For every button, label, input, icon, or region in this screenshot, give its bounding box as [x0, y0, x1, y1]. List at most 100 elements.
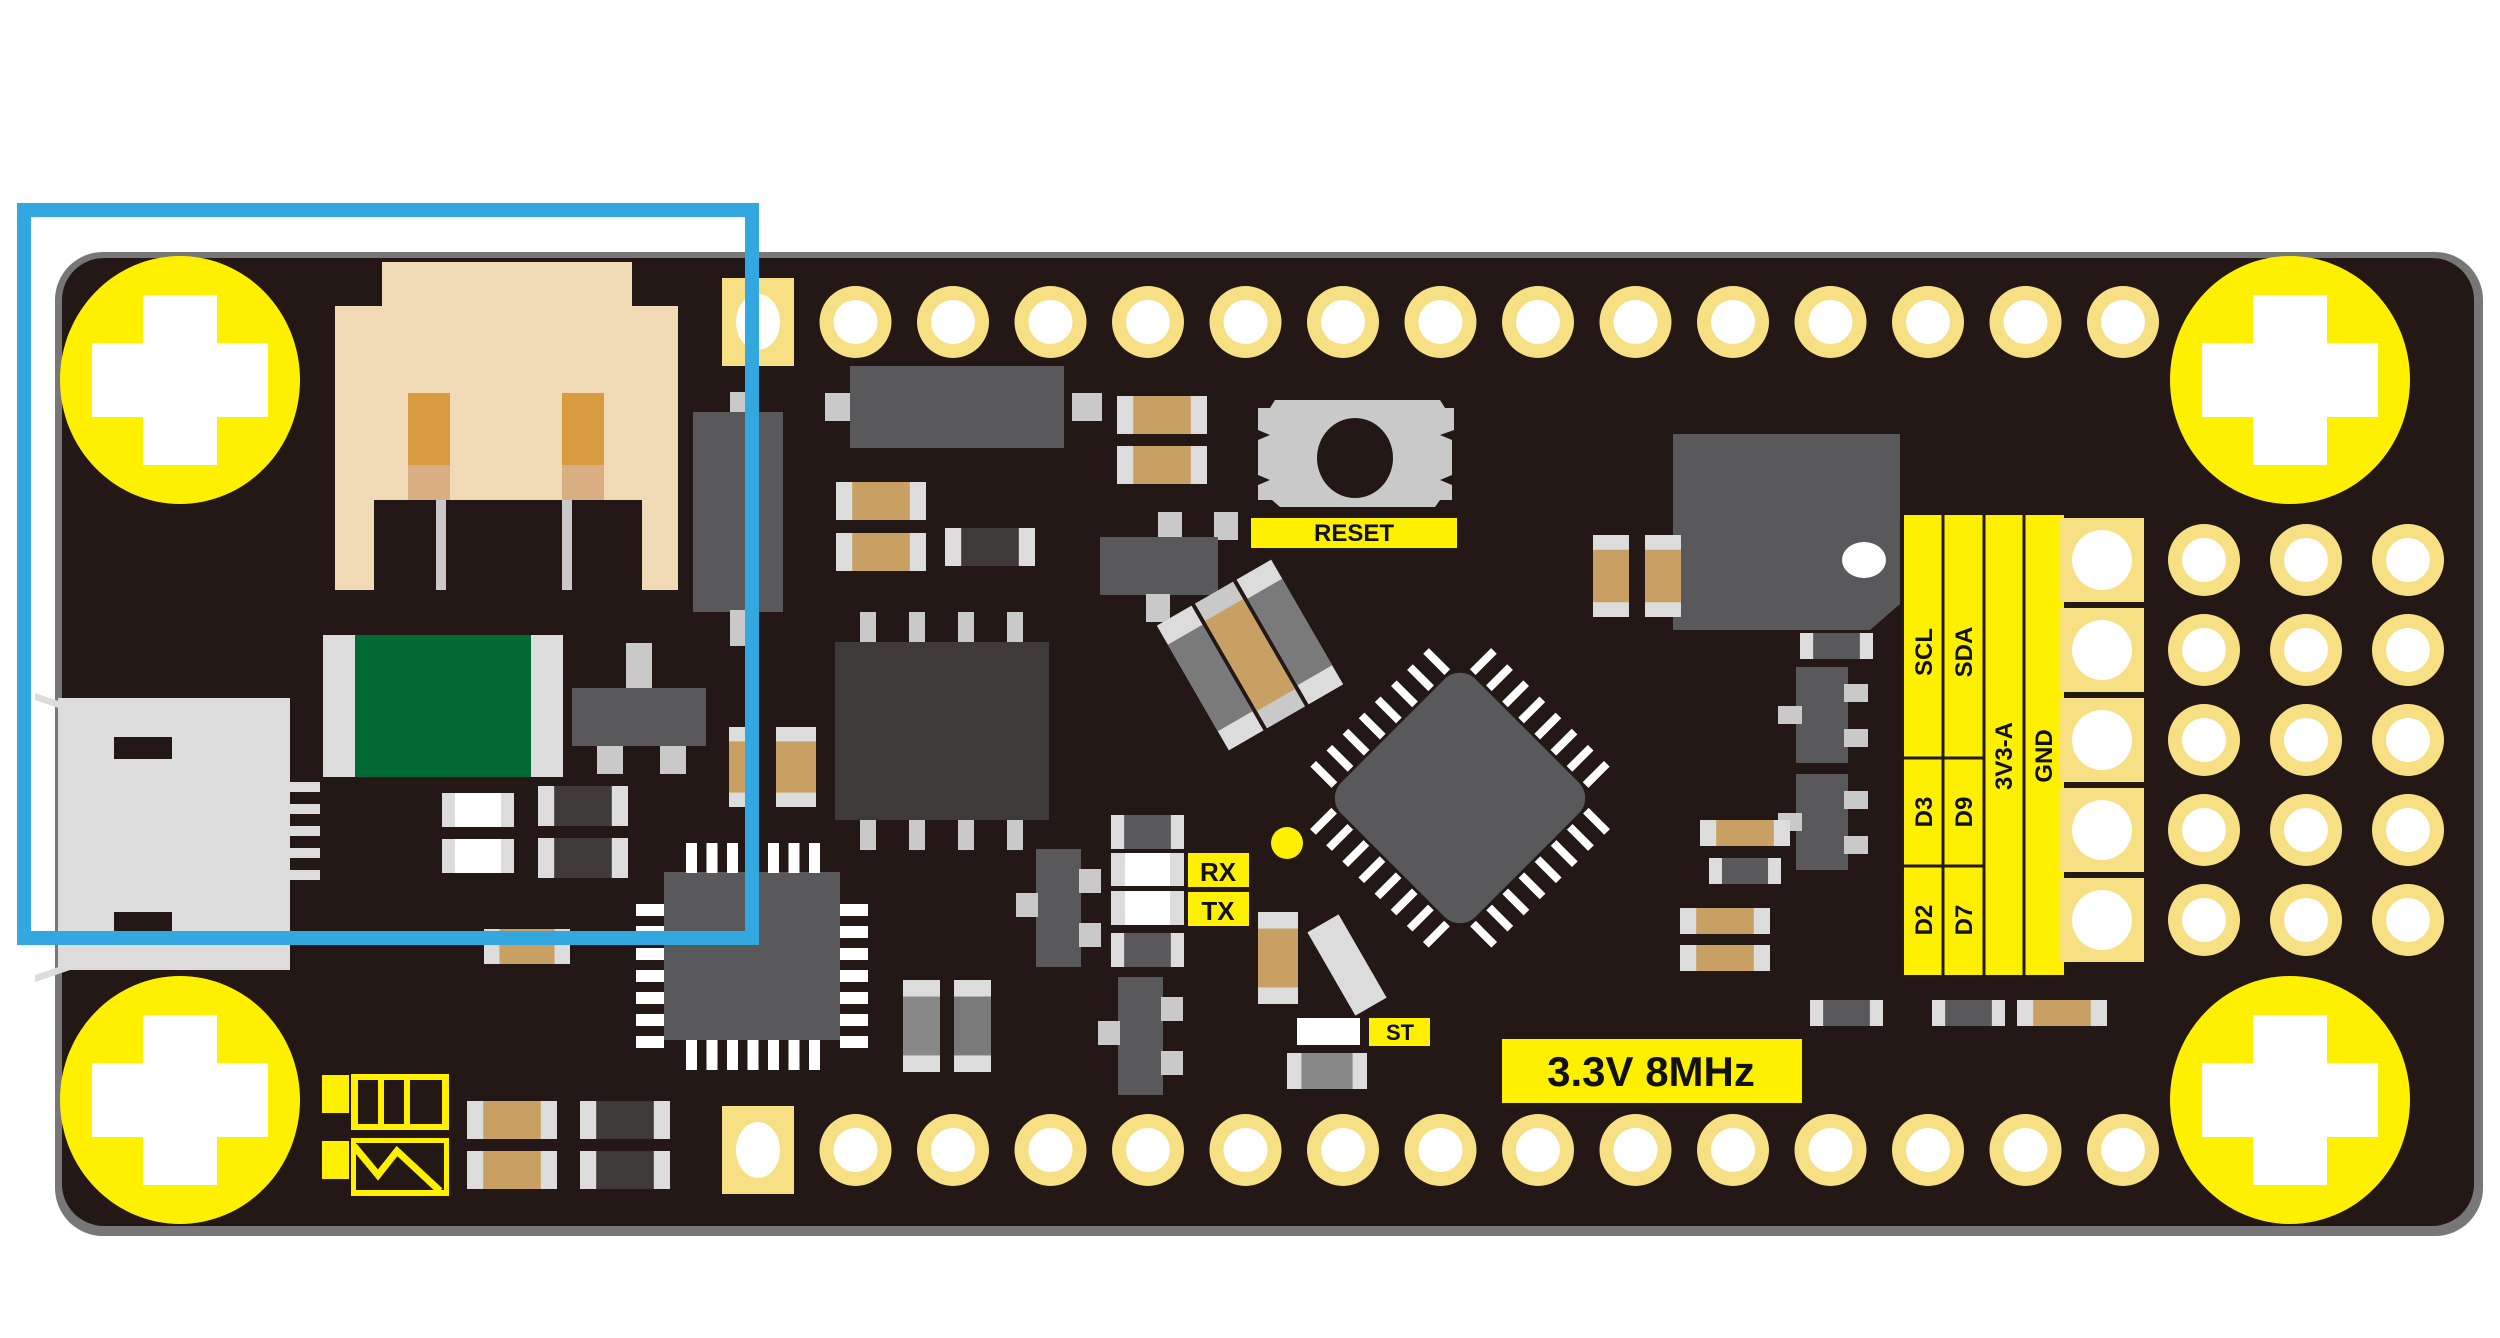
grid-pin — [2270, 704, 2342, 776]
st-label: ST — [1369, 1018, 1430, 1046]
chip-pin — [1502, 680, 1530, 708]
smd-components — [467, 396, 2107, 1189]
header-pin — [1502, 286, 1574, 358]
grid-pin — [2270, 884, 2342, 956]
reset-button[interactable] — [1258, 400, 1454, 507]
smd-component — [903, 980, 940, 1072]
st-label-text: ST — [1386, 1020, 1415, 1045]
grid-pin — [2270, 614, 2342, 686]
smd-component — [1593, 535, 1629, 617]
inductor — [323, 635, 563, 777]
header-pin — [2087, 286, 2159, 358]
chip-pin — [1502, 888, 1530, 916]
grid-pin — [2060, 878, 2144, 962]
chip-pin — [727, 1040, 738, 1070]
smd-component — [442, 793, 514, 827]
schottky-diode — [825, 366, 1102, 448]
smd-component — [1117, 446, 1207, 484]
reset-label-text: RESET — [1314, 520, 1394, 547]
header-pin — [1794, 286, 1867, 358]
chip-pin — [636, 1014, 664, 1026]
chip-pin — [840, 948, 868, 960]
chip-pin — [1582, 760, 1610, 788]
header-pin — [1697, 1114, 1769, 1186]
chip-pin — [706, 1040, 718, 1070]
smd-component — [1680, 908, 1770, 934]
smd-component — [776, 727, 816, 807]
crystal — [1156, 559, 1344, 751]
grid-pin — [2270, 794, 2342, 866]
smd-component — [1645, 535, 1681, 617]
header-pin — [2087, 1114, 2159, 1186]
chip-pin — [636, 948, 664, 960]
chip-pin — [1486, 904, 1514, 932]
chip-pin — [768, 843, 779, 873]
chip-pin — [1007, 820, 1023, 850]
rx-label-text: RX — [1200, 857, 1237, 887]
chip-pin — [1469, 648, 1497, 675]
chip-pin — [1374, 872, 1402, 900]
grid-pin — [2372, 704, 2444, 776]
header-pin — [1599, 1114, 1672, 1186]
usb-pin — [290, 826, 320, 836]
chip-pin — [909, 820, 925, 850]
mounting-holes — [60, 256, 2410, 1224]
header-pin — [1892, 1114, 1964, 1186]
chip-pin — [686, 1040, 697, 1070]
chip-pin — [840, 926, 868, 938]
pin-label-gnd: GND — [2031, 729, 2058, 782]
mounting-hole — [60, 256, 300, 504]
sot23 — [1098, 977, 1183, 1095]
chip-pin — [1550, 840, 1578, 868]
regulator-large — [1673, 434, 1900, 630]
header-pin — [1404, 286, 1477, 358]
micro-usb-connector[interactable] — [35, 693, 320, 982]
header-pin — [917, 286, 989, 358]
header-pin — [1307, 286, 1379, 358]
chip-pin — [1422, 920, 1450, 948]
grid-pin — [2060, 518, 2144, 602]
smd-component — [1932, 1000, 2005, 1026]
header-pin — [1014, 1114, 1087, 1186]
sot23 — [1016, 849, 1101, 967]
chip-pin — [1566, 824, 1594, 851]
smd-component — [1709, 858, 1781, 884]
chip-pin — [1390, 888, 1418, 916]
chip-pin — [1342, 840, 1370, 868]
chip-pin — [1470, 920, 1498, 948]
mounting-hole — [2170, 976, 2410, 1224]
pin-label-block: SCL SDA D3 D9 D2 D7 3V3-A GND — [1904, 515, 2064, 975]
smd-component — [1111, 815, 1184, 849]
smd-component — [538, 838, 628, 878]
transistor-sot23 — [572, 643, 706, 774]
header-pin — [819, 286, 892, 358]
header-pin — [1599, 286, 1672, 358]
smd-component — [467, 1101, 557, 1139]
chip-pin — [686, 843, 697, 873]
chip-pin — [1358, 856, 1386, 884]
grid-pin — [2060, 608, 2144, 692]
chip-pin — [1310, 807, 1337, 835]
battery-charging-icon — [322, 1138, 449, 1196]
chip-pin — [1566, 744, 1594, 772]
chip-pin — [840, 904, 868, 916]
chip-pin — [840, 1014, 868, 1026]
smd-component — [945, 528, 1035, 566]
transistor-right-1 — [1778, 667, 1868, 763]
battery-connector[interactable] — [335, 262, 678, 590]
chip-pin — [840, 970, 868, 982]
chip-pin — [706, 843, 718, 873]
pin1-dot — [1271, 827, 1303, 859]
header-pin — [1989, 286, 2062, 358]
grid-pin — [2372, 794, 2444, 866]
smd-component — [580, 1101, 670, 1139]
usb-pin — [290, 848, 320, 858]
diode-diagonal — [1307, 914, 1387, 1016]
grid-pin — [2060, 698, 2144, 782]
chip-pin — [909, 612, 925, 642]
chip-pin — [1358, 712, 1386, 740]
header-pin — [1502, 1114, 1574, 1186]
header-bottom-row — [722, 1106, 2159, 1194]
header-pin — [1209, 1114, 1282, 1186]
smd-component — [954, 980, 991, 1072]
